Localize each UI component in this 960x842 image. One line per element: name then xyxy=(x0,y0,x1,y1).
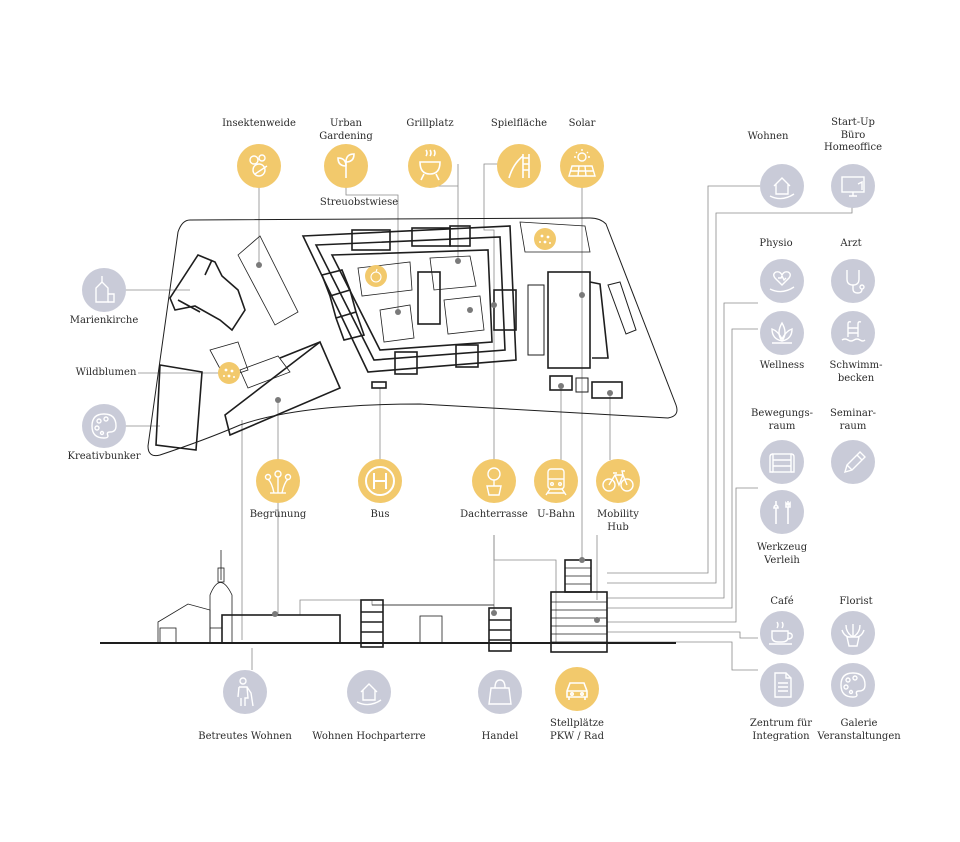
ubahn-label: U-Bahn xyxy=(537,509,575,520)
cafe-icon xyxy=(760,611,804,655)
wohnen-hochparterre-label: Wohnen Hochparterre xyxy=(312,731,426,742)
physio-label: Physio xyxy=(759,238,793,249)
handel-label: Handel xyxy=(481,731,519,742)
betreutes-wohnen-label: Betreutes Wohnen xyxy=(198,731,292,742)
wellness-label: Wellness xyxy=(759,360,805,371)
dachterrasse-icon xyxy=(472,459,516,503)
skyline-buildings xyxy=(221,559,608,653)
werkzeug-label: Werkzeug Verleih xyxy=(756,542,808,566)
seminarraum-label: Seminar- raum xyxy=(829,408,877,432)
florist-icon xyxy=(831,611,875,655)
bewegungsraum-label: Bewegungs- raum xyxy=(751,408,813,432)
site-plots xyxy=(209,221,591,389)
stellplaetze-label: Stellplätze PKW / Rad xyxy=(550,718,604,742)
bewegungsraum-icon xyxy=(760,440,804,484)
bus-icon xyxy=(358,459,402,503)
streuobstwiese-label: Streuobstwiese xyxy=(319,197,399,208)
site-outline xyxy=(147,217,678,457)
arzt-label: Arzt xyxy=(840,238,862,249)
handel-icon xyxy=(478,670,522,714)
urban-gardening-icon xyxy=(324,144,368,188)
insektenweide-icon xyxy=(237,144,281,188)
urban-gardening-label: Urban Gardening xyxy=(319,118,373,142)
spielflaeche-label: Spielfläche xyxy=(490,118,548,129)
skyline-background xyxy=(157,550,494,644)
wohnen-hochparterre-icon xyxy=(347,670,391,714)
stellplaetze-icon xyxy=(555,667,599,711)
kreativbunker-icon xyxy=(82,404,126,448)
marienkirche-label: Marienkirche xyxy=(69,315,139,326)
wohnen-label: Wohnen xyxy=(747,131,789,142)
wildflowers-plot-icon xyxy=(534,228,556,250)
plan-markers xyxy=(256,258,613,623)
begruenung-icon xyxy=(256,459,300,503)
zentrum-label: Zentrum für Integration xyxy=(749,718,813,742)
schwimmbecken-icon xyxy=(831,311,875,355)
startup-label: Start-Up Büro Homeoffice xyxy=(824,117,882,153)
solar-label: Solar xyxy=(568,118,596,129)
grillplatz-icon xyxy=(408,144,452,188)
marienkirche-icon xyxy=(82,268,126,312)
physio-icon xyxy=(760,259,804,303)
wildblumen-label: Wildblumen xyxy=(75,367,137,378)
schwimmbecken-label: Schwimm- becken xyxy=(829,360,883,384)
streuobstwiese-icon xyxy=(365,265,387,287)
zentrum-icon xyxy=(760,663,804,707)
startup-icon xyxy=(831,164,875,208)
grillplatz-label: Grillplatz xyxy=(406,118,454,129)
cafe-label: Café xyxy=(770,596,794,607)
bus-label: Bus xyxy=(370,509,390,520)
seminarraum-icon xyxy=(831,440,875,484)
spielflaeche-icon xyxy=(497,144,541,188)
mobility-hub-label: Mobility Hub xyxy=(597,509,639,533)
werkzeug-icon xyxy=(760,490,804,534)
site-buildings xyxy=(155,225,637,451)
leader-lines xyxy=(125,163,853,671)
mobility-hub-icon xyxy=(596,459,640,503)
betreutes-wohnen-icon xyxy=(223,670,267,714)
wellness-icon xyxy=(760,311,804,355)
galerie-label: Galerie Veranstaltungen xyxy=(817,718,901,742)
kreativbunker-label: Kreativbunker xyxy=(67,451,141,462)
florist-label: Florist xyxy=(839,596,873,607)
insektenweide-label: Insektenweide xyxy=(222,118,296,129)
begruenung-label: Begrünung xyxy=(249,509,307,520)
wohnen-icon xyxy=(760,164,804,208)
solar-icon xyxy=(560,144,604,188)
wildblumen-icon xyxy=(218,362,240,384)
ubahn-icon xyxy=(534,459,578,503)
galerie-icon xyxy=(831,663,875,707)
dachterrasse-label: Dachterrasse xyxy=(460,509,528,520)
arzt-icon xyxy=(831,259,875,303)
